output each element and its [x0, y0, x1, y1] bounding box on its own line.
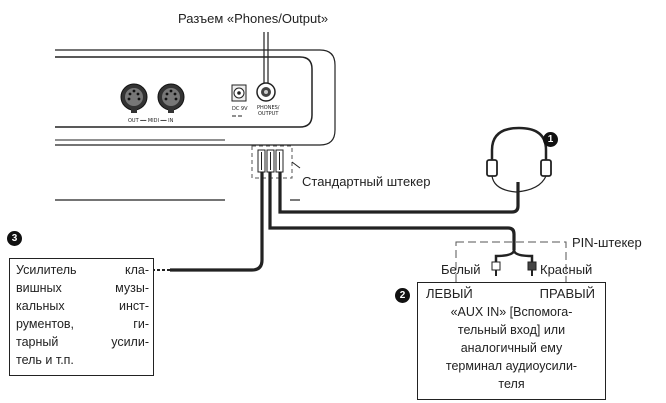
title-pointer-line	[263, 32, 269, 83]
white-plug-label: Белый	[441, 262, 481, 277]
marker-1-badge: 1	[543, 132, 558, 147]
amp-line: тель и т.п.	[16, 353, 74, 367]
marker-2-badge: 2	[395, 288, 410, 303]
midi-in-jack-icon	[157, 83, 185, 113]
aux-line: терминал аудиоусили-	[445, 359, 578, 373]
amplifier-description-box: Усилитель кла- вишных музы- кальных инст…	[9, 258, 154, 376]
aux-line: теля	[498, 377, 525, 391]
channel-labels: ЛЕВЫЙ ПРАВЫЙ	[422, 285, 601, 303]
midi-out-jack-icon	[120, 83, 148, 113]
cables	[170, 172, 520, 272]
pin-plug-label: PIN-штекер	[572, 235, 642, 250]
amp-line: Усилитель кла-	[16, 263, 149, 277]
amp-line: рументов, ги-	[16, 317, 149, 331]
instrument-panel	[55, 49, 336, 201]
midi-label: OUT ━━ MIDI ━━ IN	[128, 118, 174, 124]
standard-plug-icon	[251, 145, 301, 179]
red-plug-label: Красный	[540, 262, 593, 277]
aux-line: «AUX IN» [Вспомога-	[450, 305, 573, 319]
right-channel-label: ПРАВЫЙ	[539, 286, 595, 301]
phones-label-line1: PHONES/	[257, 105, 280, 111]
aux-line: тельный вход] или	[457, 323, 566, 337]
amp-line: тарный усили-	[16, 335, 149, 349]
left-channel-label: ЛЕВЫЙ	[426, 286, 473, 301]
amp-line: кальных инст-	[16, 299, 149, 313]
amp-line: вишных музы-	[16, 281, 149, 295]
standard-plug-label: Стандартный штекер	[302, 174, 431, 189]
aux-line: аналогичный ему	[460, 341, 563, 355]
marker-3-badge: 3	[7, 231, 22, 246]
phones-output-title: Разъем «Phones/Output»	[178, 11, 329, 26]
dc-label: DC 9V	[232, 106, 248, 112]
aux-in-description-box: ЛЕВЫЙ ПРАВЫЙ «AUX IN» [Вспомога- тельный…	[417, 282, 606, 400]
dc-jack-icon	[231, 84, 247, 117]
phones-label-line2: OUTPUT	[258, 111, 279, 117]
phones-output-jack-icon	[256, 82, 276, 102]
